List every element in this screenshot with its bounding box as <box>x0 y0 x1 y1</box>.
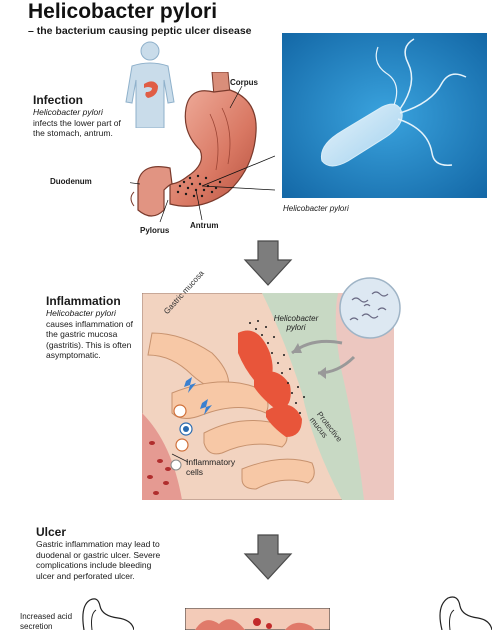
label-duodenum: Duodenum <box>50 177 92 186</box>
down-arrow-icon <box>243 534 293 580</box>
inflammatory-cells-pointer <box>171 453 189 463</box>
stomach-illustration <box>130 72 275 223</box>
inflammation-description-rest: causes inflammation of the gastric mucos… <box>46 318 133 361</box>
mucosa-illustration <box>142 293 394 500</box>
inflammation-description: Helicobacter pylori causes inflammation … <box>46 308 142 361</box>
infection-title: Infection <box>33 93 83 107</box>
infection-section-text: Infection Helicobacter pylori infects th… <box>33 93 125 139</box>
page-subtitle: – the bacterium causing peptic ulcer dis… <box>28 25 252 37</box>
infection-description-rest: infects the lower part of the stomach, a… <box>33 117 121 139</box>
ulcer-description: Gastric inflammation may lead to duodena… <box>36 539 161 581</box>
inflammation-bacterium-name: Helicobacter pylori <box>46 308 116 318</box>
inflammation-title: Inflammation <box>46 294 121 308</box>
label-antrum: Antrum <box>190 221 219 230</box>
stomach-outline-right <box>439 596 492 630</box>
human-silhouette-icon <box>125 41 175 128</box>
photo-caption: Helicobacter pylori <box>283 204 349 213</box>
inflammation-section-text: Inflammation Helicobacter pylori causes … <box>46 294 142 361</box>
bacterium-photo <box>282 33 487 198</box>
stomach-outline-left <box>82 598 134 630</box>
magnified-bacteria-icon <box>339 277 401 339</box>
label-pylorus: Pylorus <box>140 226 170 235</box>
down-arrow-icon <box>243 240 293 286</box>
label-increased-acid: Increased acid secretion <box>20 612 73 631</box>
ulcer-title: Ulcer <box>36 525 67 539</box>
infection-description: Helicobacter pylori infects the lower pa… <box>33 107 125 139</box>
label-inflammatory-cells: Inflammatory cells <box>186 457 236 477</box>
page-title: Helicobacter pylori <box>28 0 218 23</box>
label-corpus: Corpus <box>230 78 258 87</box>
ulcer-section-text: Ulcer Gastric inflammation may lead to d… <box>36 525 166 581</box>
label-h-pylori: Helicobacter pylori <box>273 314 319 332</box>
ulcer-closeup <box>185 608 330 630</box>
infection-bacterium-name: Helicobacter pylori <box>33 107 103 117</box>
